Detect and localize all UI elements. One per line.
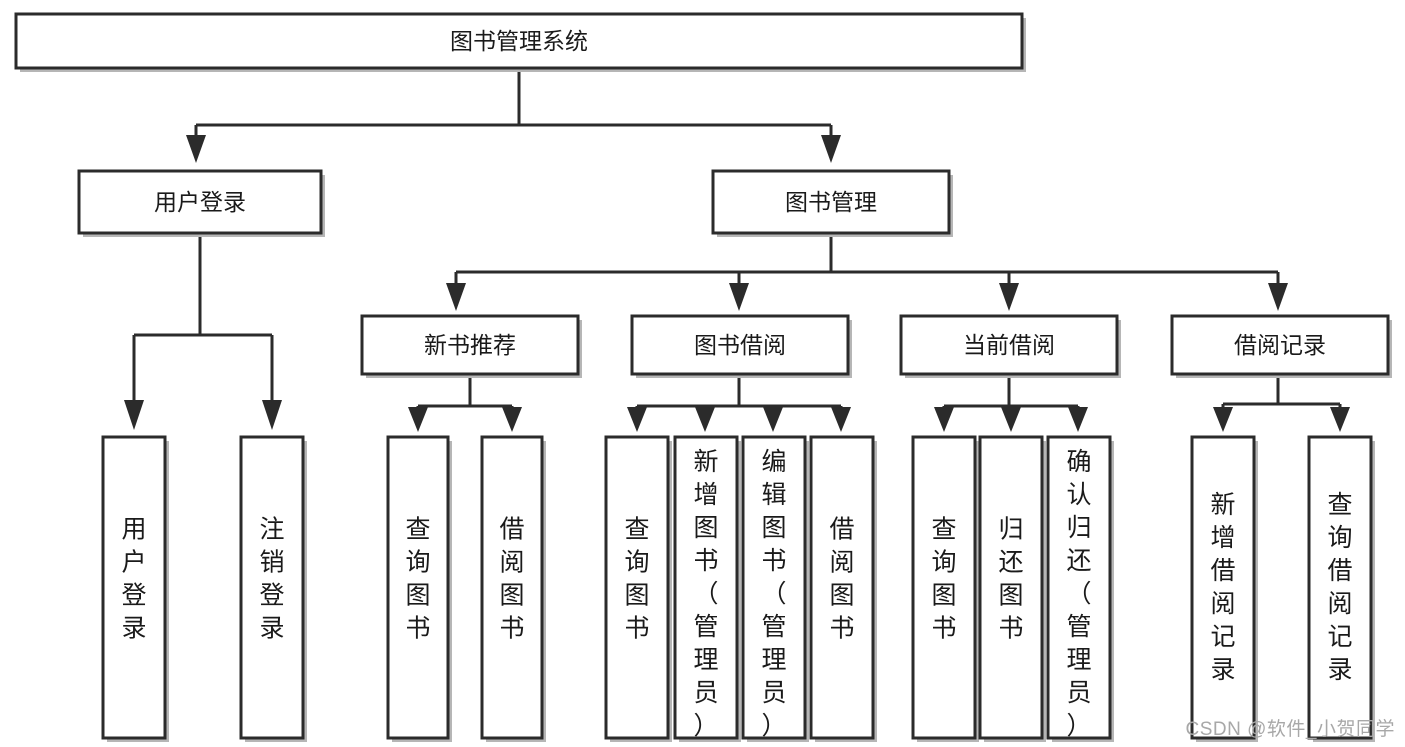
connector-group-book-borrow (627, 374, 851, 432)
arrow-head-leaf-logout-login (262, 400, 282, 430)
leaf-add-borrow-record-label: 新增借阅记录 (1210, 491, 1235, 684)
leaf-node-logout-login[interactable]: 注销登录 (239, 435, 307, 742)
leaf-query-book-b-rect (604, 435, 670, 740)
leaf-borrow-book-a-rect (480, 435, 544, 740)
leaf-node-add-borrow-record[interactable]: 新增借阅记录 (1190, 435, 1258, 742)
node-current-borrow-rect (899, 314, 1119, 376)
leaf-node-user-login[interactable]: 用户登录 (101, 435, 169, 742)
leaf-node-add-book[interactable]: 新增图书（管理员） (673, 435, 741, 742)
arrow-head-to-current-borrow (999, 283, 1019, 311)
node-borrow-record-label: 借阅记录 (1234, 332, 1326, 358)
leaf-node-return-book[interactable]: 归还图书 (978, 435, 1046, 742)
connector-group-root (186, 68, 841, 163)
arrow-head-leaf-confirm-return (1068, 407, 1088, 432)
node-book-borrow-label: 图书借阅 (694, 332, 786, 358)
arrow-head-leaf-user-login (124, 400, 144, 430)
arrow-head-leaf-query-book-c (934, 407, 954, 432)
arrow-head-leaf-borrow-book-a (502, 407, 522, 432)
connector-group-book-management (446, 233, 1288, 311)
leaf-add-book-rect (673, 435, 739, 740)
leaf-query-book-a-rect (386, 435, 450, 740)
node-borrow-record[interactable]: 借阅记录 (1170, 314, 1392, 378)
leaf-query-book-c-rect (911, 435, 977, 740)
arrow-head-leaf-query-book-b (627, 407, 647, 432)
node-user-login[interactable]: 用户登录 (77, 169, 325, 237)
leaf-query-book-b-label: 查询图书 (624, 516, 649, 643)
arrow-head-leaf-add-book (695, 407, 715, 432)
arrow-head-leaf-query-book-a (408, 407, 428, 432)
arrow-head-leaf-borrow-book-b (831, 407, 851, 432)
leaf-user-login-rect (101, 435, 167, 740)
arrow-head-to-user-login (186, 135, 206, 163)
arrow-head-to-book-management (821, 135, 841, 163)
node-book-management-rect (711, 169, 951, 235)
leaf-node-borrow-book-recommend[interactable]: 借阅图书 (480, 435, 546, 742)
node-new-book-recommend-label: 新书推荐 (424, 332, 516, 358)
node-new-book-recommend[interactable]: 新书推荐 (360, 314, 582, 378)
leaf-edit-book-label: 编辑图书（管理员） (761, 448, 786, 740)
leaf-query-book-a-label: 查询图书 (405, 516, 430, 643)
leaf-logout-login-rect (239, 435, 305, 740)
arrow-head-leaf-add-borrow-record (1213, 407, 1233, 432)
leaf-node-edit-book[interactable]: 编辑图书（管理员） (741, 435, 809, 742)
leaf-node-borrow-book-borrow[interactable]: 借阅图书 (809, 435, 877, 742)
node-book-borrow[interactable]: 图书借阅 (630, 314, 852, 378)
leaf-node-query-borrow-record[interactable]: 查询借阅记录 (1307, 435, 1375, 742)
node-book-management-label: 图书管理 (785, 189, 877, 215)
leaf-query-borrow-record-label: 查询借阅记录 (1327, 491, 1352, 684)
node-root-system[interactable]: 图书管理系统 (14, 12, 1026, 72)
connector-group-borrow-record (1213, 374, 1350, 432)
leaf-return-book-rect (978, 435, 1044, 740)
node-user-login-label: 用户登录 (154, 189, 246, 215)
node-root-rect (14, 12, 1024, 70)
leaf-borrow-book-b-rect (809, 435, 875, 740)
node-book-borrow-rect (630, 314, 850, 376)
node-current-borrow[interactable]: 当前借阅 (899, 314, 1121, 378)
arrow-head-leaf-return-book (1001, 407, 1021, 432)
arrow-head-to-new-book-recommend (446, 283, 466, 311)
node-user-login-rect (77, 169, 323, 235)
leaf-query-borrow-record-rect (1307, 435, 1373, 740)
connector-group-new-book-recommend (408, 374, 522, 432)
node-root-label: 图书管理系统 (450, 28, 588, 54)
leaf-confirm-return-label: 确认归还（管理员） (1066, 448, 1091, 740)
leaf-add-borrow-record-rect (1190, 435, 1256, 740)
leaf-query-book-c-label: 查询图书 (931, 516, 956, 643)
arrow-head-to-book-borrow (729, 283, 749, 311)
leaf-confirm-return-rect (1046, 435, 1112, 740)
arrow-head-leaf-edit-book (763, 407, 783, 432)
arrow-head-leaf-query-borrow-record (1330, 407, 1350, 432)
leaf-borrow-book-a-label: 借阅图书 (499, 516, 524, 643)
arrow-head-to-borrow-record (1268, 283, 1288, 311)
leaf-node-query-book-recommend[interactable]: 查询图书 (386, 435, 452, 742)
leaf-borrow-book-b-label: 借阅图书 (829, 516, 854, 643)
connector-group-current-borrow (934, 374, 1088, 432)
leaf-node-query-book-current[interactable]: 查询图书 (911, 435, 979, 742)
leaf-return-book-label: 归还图书 (998, 516, 1023, 643)
leaf-logout-login-label: 注销登录 (259, 516, 284, 643)
node-current-borrow-label: 当前借阅 (963, 332, 1055, 358)
connector-group-user-login (124, 233, 282, 430)
node-book-management[interactable]: 图书管理 (711, 169, 953, 237)
node-new-book-recommend-rect (360, 314, 580, 376)
leaf-node-query-book-borrow[interactable]: 查询图书 (604, 435, 672, 742)
node-borrow-record-rect (1170, 314, 1390, 376)
leaf-add-book-label: 新增图书（管理员） (693, 448, 718, 740)
leaf-edit-book-rect (741, 435, 807, 740)
leaf-user-login-label: 用户登录 (121, 516, 146, 643)
leaf-node-confirm-return[interactable]: 确认归还（管理员） (1046, 435, 1114, 742)
